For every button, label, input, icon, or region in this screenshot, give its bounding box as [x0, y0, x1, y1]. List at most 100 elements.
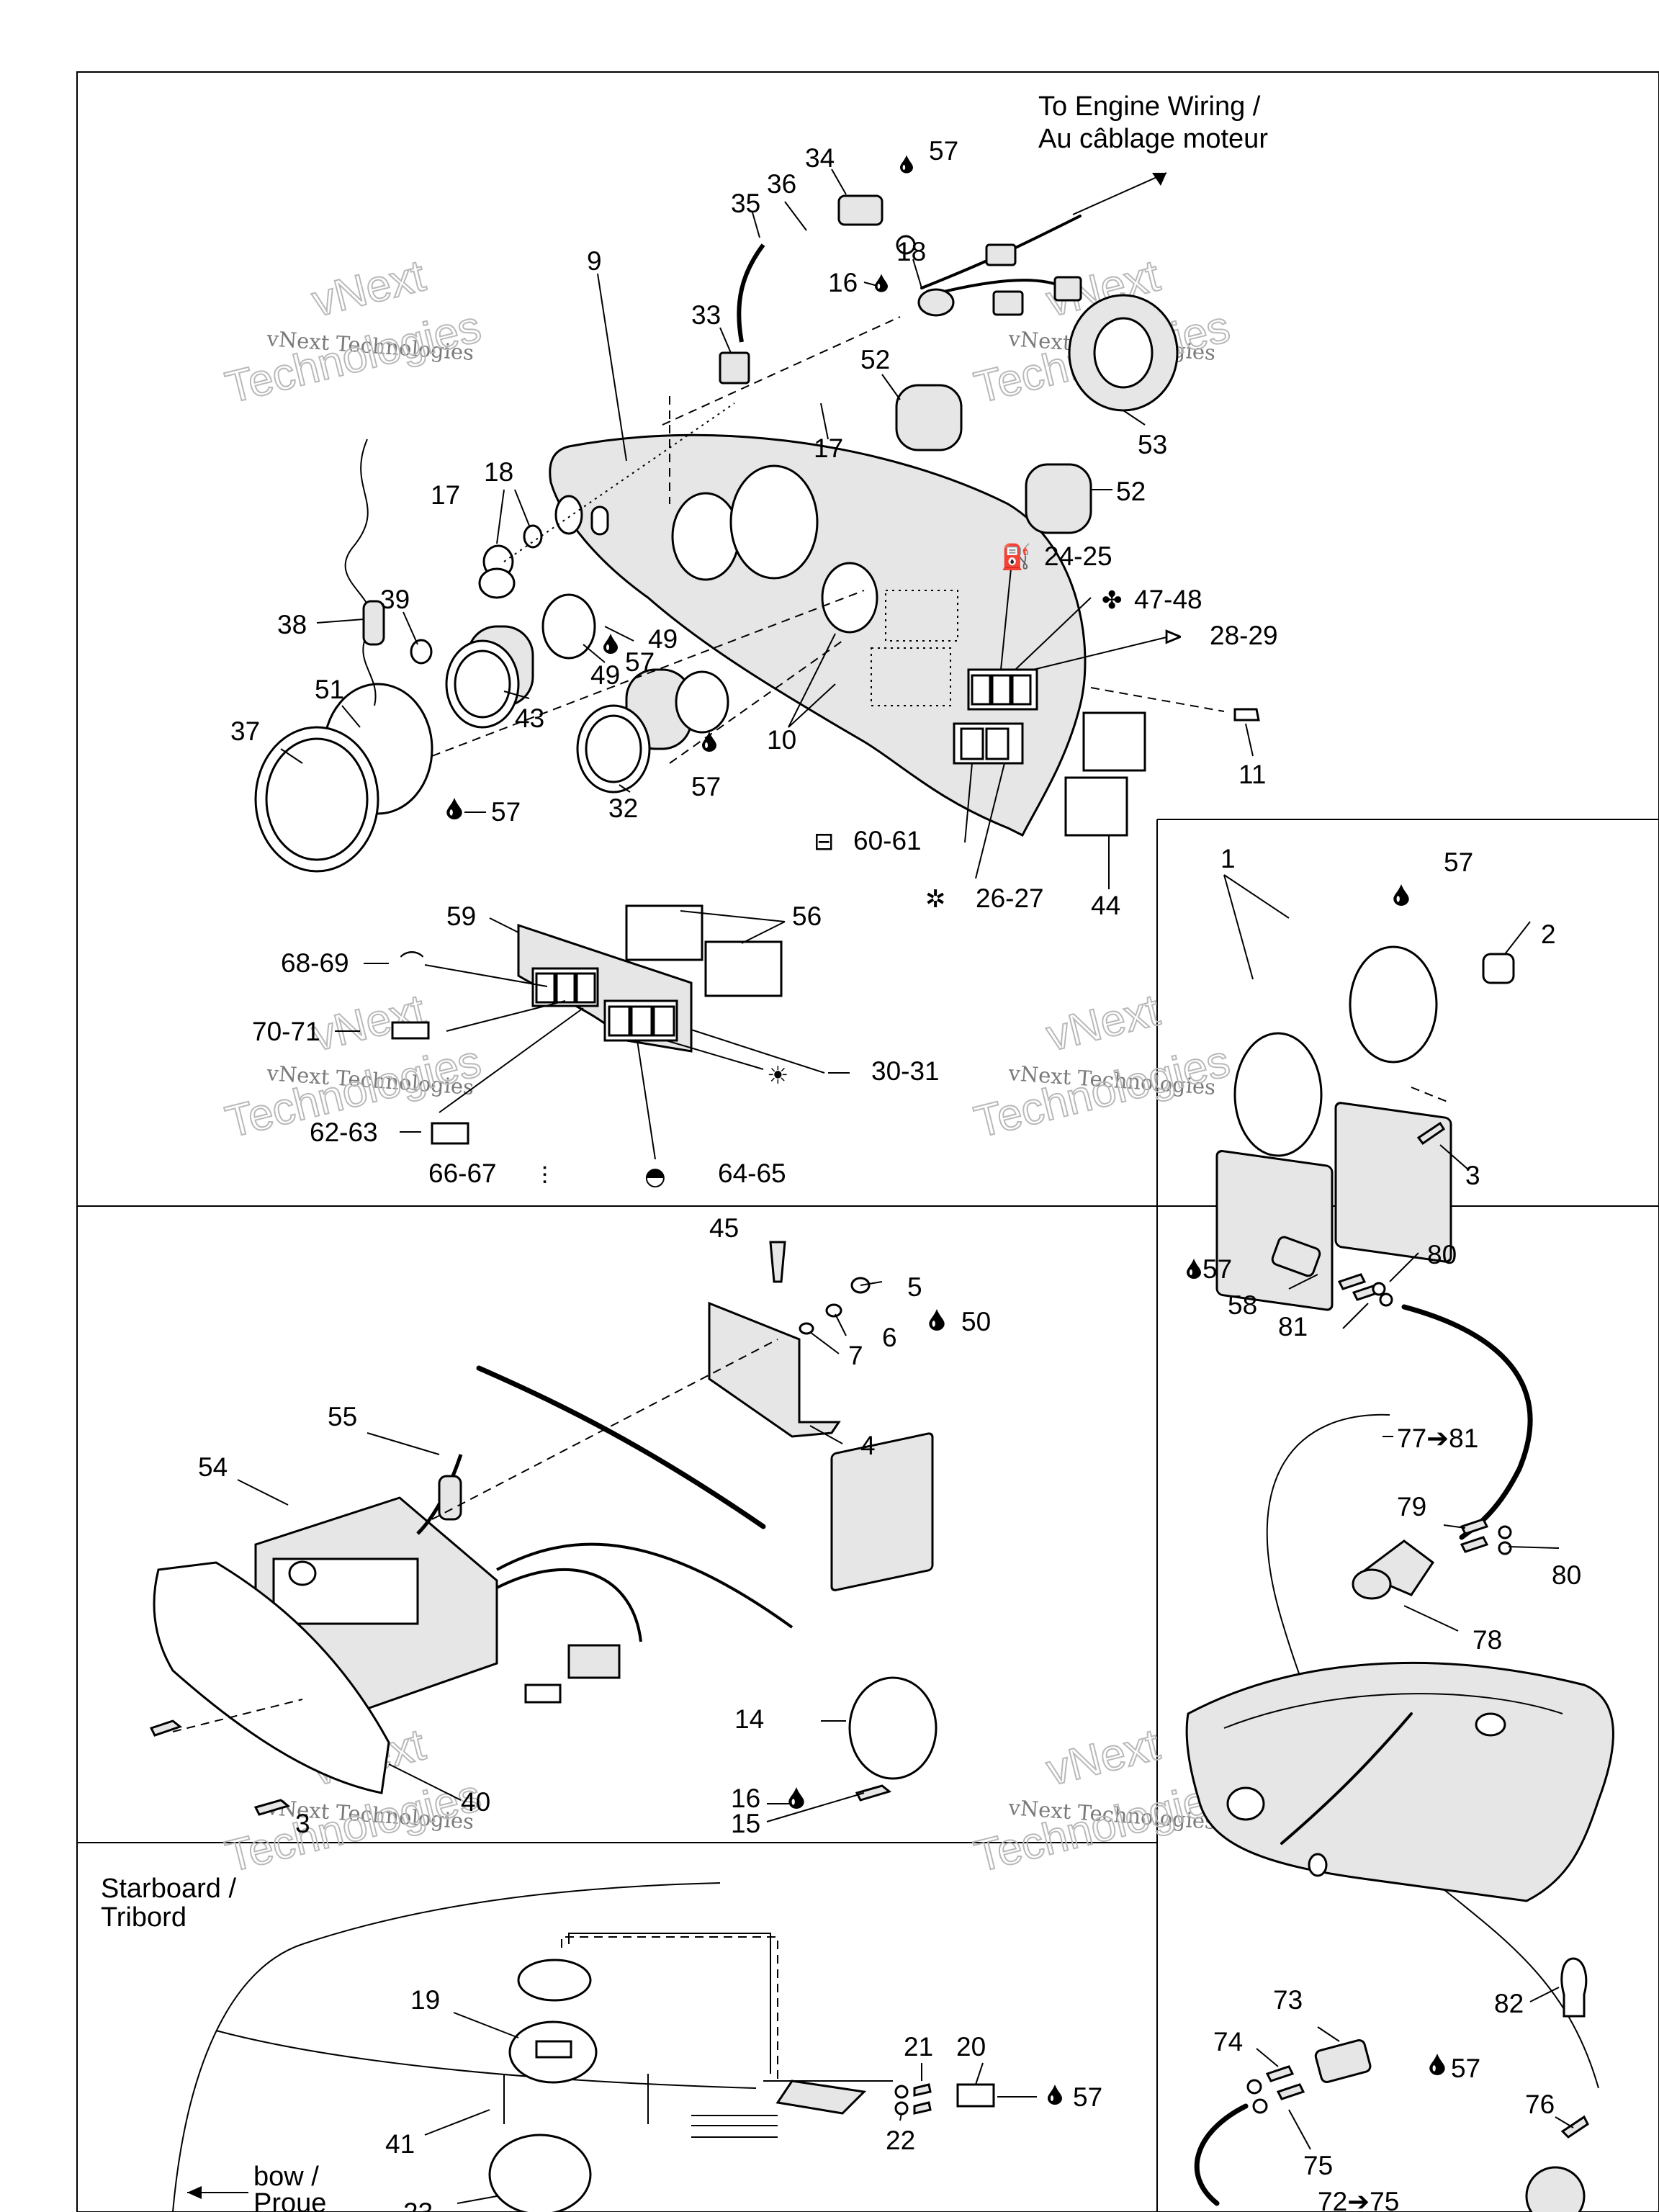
callout-22: 22	[886, 2126, 915, 2155]
drop-icon-16a	[875, 274, 888, 292]
bow-label-fr: Proue	[253, 2188, 326, 2212]
gauge-32	[576, 668, 693, 793]
callout-50: 50	[961, 1307, 991, 1336]
callout-16b: 16	[731, 1784, 760, 1813]
drop-icon-16b	[788, 1787, 804, 1809]
bilge-icon: ✲	[925, 885, 946, 914]
ring-49	[541, 593, 596, 660]
callout-45: 45	[709, 1213, 739, 1243]
callout-49b: 49	[648, 624, 678, 654]
callout-17b: 17	[431, 480, 460, 510]
drop-icon-57c	[603, 634, 618, 654]
fan-icon: ✤	[1102, 586, 1123, 615]
radio-section	[149, 1241, 938, 1816]
callout-56: 56	[792, 902, 822, 931]
callout-11: 11	[1238, 760, 1266, 789]
right-wiring-section	[1185, 1236, 1614, 2212]
callout-39: 39	[380, 585, 410, 614]
callout-37: 37	[230, 716, 260, 746]
callout-33: 33	[691, 300, 721, 330]
callout-58: 58	[1228, 1290, 1257, 1320]
callout-leaders	[237, 168, 1574, 2204]
callout-79: 79	[1397, 1492, 1426, 1521]
drop-icon-57b	[446, 798, 462, 819]
callout-1: 1	[1220, 844, 1236, 873]
callout-3b: 3	[295, 1809, 310, 1838]
fuel-pump-icon: ⛽	[1001, 543, 1031, 572]
watermark-4: vNext vNext Technologies Technologies	[969, 984, 1236, 1148]
gauge-43	[445, 625, 534, 729]
callout-80b: 80	[1552, 1560, 1581, 1590]
flood-icon: ◓	[644, 1162, 666, 1191]
callout-57a: 57	[929, 136, 958, 166]
callout-74: 74	[1213, 2027, 1243, 2056]
drop-icon-50	[929, 1309, 945, 1331]
callout-77-81: 77➔81	[1397, 1424, 1478, 1453]
callout-32: 32	[608, 793, 638, 823]
callout-labels: 9 33 35 36 34 57 18 16 52 17 53 52 17 18…	[198, 136, 1581, 2212]
heater-icon	[391, 1021, 430, 1040]
callout-30-31: 30-31	[871, 1056, 940, 1086]
nav-light-icon: ⫶	[541, 1162, 548, 1191]
callout-40: 40	[461, 1787, 490, 1817]
callout-23: 23	[403, 2198, 433, 2212]
callout-34: 34	[805, 143, 835, 173]
starboard-section	[172, 1882, 995, 2212]
starboard-header-fr: Tribord	[101, 1902, 186, 1933]
callout-80a: 80	[1427, 1240, 1457, 1269]
callout-20: 20	[956, 2032, 986, 2062]
callout-16a: 16	[828, 268, 858, 297]
right-gauge-section	[1215, 945, 1515, 1311]
label-44a	[1082, 711, 1146, 772]
callout-43: 43	[515, 703, 544, 733]
callout-57g: 57	[1202, 1254, 1232, 1284]
callout-7: 7	[848, 1341, 863, 1370]
svg-text:Technologies: Technologies	[970, 1036, 1235, 1148]
drop-icon-57g	[1187, 1259, 1201, 1279]
callout-52b: 52	[1116, 477, 1146, 506]
callout-26-27: 26-27	[976, 884, 1044, 913]
label-56b	[704, 940, 783, 997]
callout-73: 73	[1273, 1985, 1303, 2015]
callout-57d: 57	[691, 772, 721, 801]
callout-54: 54	[198, 1452, 228, 1482]
callout-53: 53	[1138, 430, 1167, 459]
drop-icon-57h	[1429, 2054, 1445, 2075]
callout-78: 78	[1473, 1625, 1502, 1655]
svg-text:Technologies: Technologies	[221, 302, 486, 413]
flag-icon: ⌒	[400, 950, 424, 979]
callout-76: 76	[1525, 2090, 1555, 2119]
callout-57c: 57	[625, 647, 655, 677]
callout-44: 44	[1091, 891, 1120, 920]
callout-35: 35	[731, 189, 760, 218]
drop-icon-57f	[1048, 2085, 1062, 2105]
callout-19: 19	[410, 1985, 440, 2015]
callout-47-48: 47-48	[1134, 585, 1202, 614]
ring-49b	[675, 670, 729, 734]
callout-62-63: 62-63	[310, 1118, 378, 1147]
cap-17b	[478, 567, 516, 599]
frame-40	[153, 1561, 390, 1794]
dashboard-section	[254, 172, 1260, 1053]
callout-59: 59	[446, 902, 476, 931]
callout-21: 21	[904, 2032, 933, 2062]
engine-wiring-header: To Engine Wiring /	[1038, 91, 1261, 122]
callout-70-71: 70-71	[252, 1017, 320, 1046]
washer-39	[410, 639, 433, 665]
callout-49a: 49	[590, 660, 620, 690]
callout-66-67: 66-67	[428, 1159, 497, 1188]
courtesy-icon: ☀	[767, 1061, 788, 1090]
callout-81a: 81	[1278, 1312, 1308, 1341]
gauge-37	[254, 683, 433, 873]
engine-wiring-header-fr: Au câblage moteur	[1038, 124, 1268, 154]
callout-75: 75	[1303, 2151, 1333, 2180]
nut-52a	[895, 384, 963, 451]
callout-57e: 57	[1444, 848, 1473, 877]
callout-24-25: 24-25	[1044, 541, 1112, 571]
callout-14: 14	[734, 1704, 764, 1734]
battery-icon: ⊟	[814, 827, 835, 856]
callout-41: 41	[385, 2129, 415, 2159]
starboard-header: Starboard /	[101, 1874, 236, 1904]
vent-23	[488, 2134, 592, 2212]
